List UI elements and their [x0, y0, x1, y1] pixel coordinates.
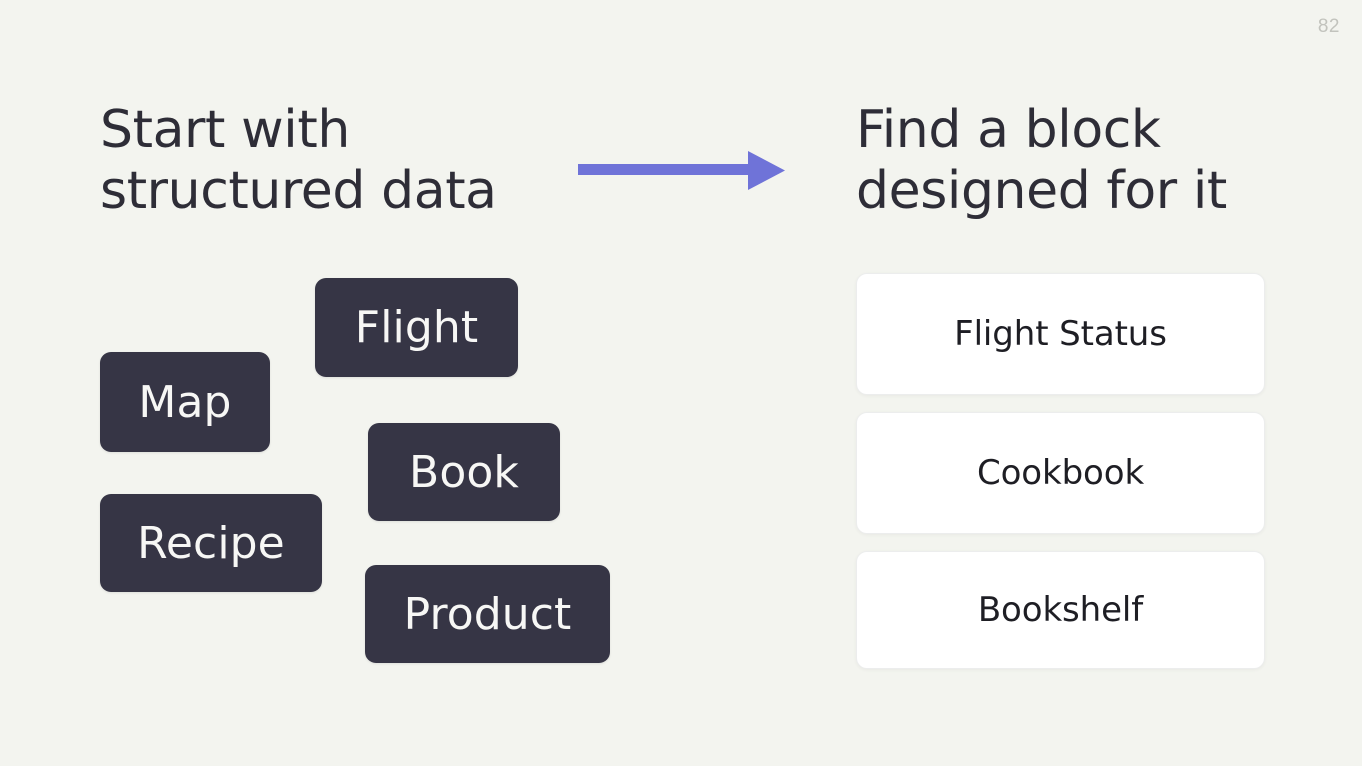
- left-heading: Start with structured data: [100, 100, 497, 222]
- page-number: 82: [1317, 16, 1340, 37]
- chip-map[interactable]: Map: [100, 352, 270, 452]
- chip-product[interactable]: Product: [365, 565, 610, 663]
- card-flight-status[interactable]: Flight Status: [856, 273, 1265, 395]
- right-heading: Find a block designed for it: [856, 100, 1227, 222]
- card-bookshelf[interactable]: Bookshelf: [856, 551, 1265, 669]
- chip-book[interactable]: Book: [368, 423, 560, 521]
- right-arrow-glyph: [578, 151, 785, 190]
- card-cookbook[interactable]: Cookbook: [856, 412, 1265, 534]
- chip-recipe[interactable]: Recipe: [100, 494, 322, 592]
- right-arrow-icon: [574, 145, 790, 197]
- chip-flight[interactable]: Flight: [315, 278, 518, 377]
